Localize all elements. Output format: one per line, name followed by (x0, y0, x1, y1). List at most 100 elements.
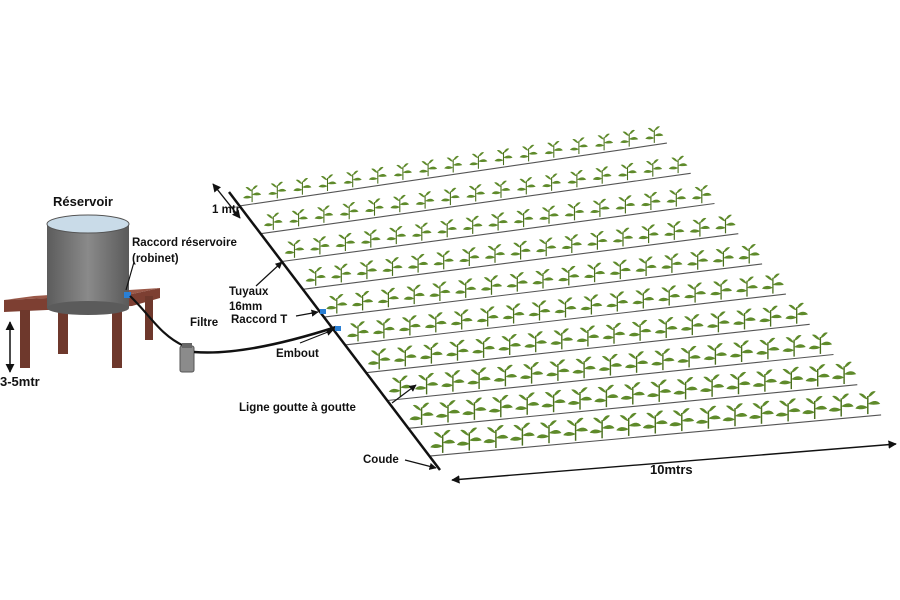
hose-to-filter (129, 295, 185, 347)
plant (658, 285, 681, 306)
plant (519, 144, 538, 162)
plant (433, 250, 454, 270)
plant (347, 321, 369, 342)
plant (832, 361, 857, 384)
plant (569, 137, 588, 154)
length-arrow (451, 440, 897, 484)
drip-line (239, 142, 667, 207)
label-embout: Embout (276, 348, 319, 360)
plant (386, 225, 407, 245)
crop-field (239, 126, 882, 457)
plant (441, 370, 465, 392)
plant (692, 185, 712, 204)
plant (462, 215, 483, 234)
leader-embout (299, 329, 334, 344)
plant (756, 337, 780, 360)
plant (528, 300, 551, 321)
plant (563, 417, 589, 441)
plant (638, 224, 659, 244)
plant (561, 234, 582, 253)
plant (643, 159, 663, 177)
plant (749, 400, 774, 424)
plant (373, 318, 395, 339)
plant (775, 398, 801, 422)
plant (314, 205, 334, 223)
plant (664, 221, 685, 240)
plant (598, 353, 623, 376)
plant (576, 325, 600, 347)
plant (785, 302, 809, 324)
drip-line (260, 172, 691, 235)
plant (459, 247, 480, 266)
plant (352, 290, 374, 311)
plant (335, 232, 356, 251)
plant (356, 260, 378, 280)
leader-raccord-reservoire (125, 261, 135, 291)
plant (516, 177, 536, 195)
label-coude: Coude (363, 454, 399, 466)
drip-line (408, 384, 858, 429)
plant (524, 331, 548, 353)
plant (326, 293, 348, 314)
leader-ligne (391, 384, 417, 404)
plant (828, 393, 854, 417)
plant (602, 322, 626, 344)
plant (544, 141, 563, 158)
plant (673, 377, 698, 400)
plant (493, 364, 518, 387)
label-tuyaux: Tuyaux (229, 286, 269, 298)
plant (305, 266, 326, 286)
end-cap (335, 326, 341, 331)
plant (738, 243, 760, 264)
plant (444, 155, 463, 173)
plant (620, 382, 645, 405)
plant (476, 306, 499, 327)
tank-connector (124, 292, 131, 298)
plant (554, 297, 577, 318)
plant (367, 348, 391, 370)
plant (592, 166, 612, 184)
plant (539, 205, 559, 224)
plant (541, 389, 566, 413)
plant (480, 275, 503, 295)
plant (339, 202, 359, 220)
plant (707, 311, 730, 333)
plant (680, 314, 704, 336)
drip-line (344, 293, 786, 346)
plant (509, 422, 535, 446)
plant (415, 191, 435, 209)
plant (310, 236, 330, 255)
plant (393, 345, 417, 367)
leader-tuyaux (255, 261, 283, 287)
plant (361, 229, 381, 248)
plant (609, 259, 631, 280)
plant (441, 187, 460, 206)
plant (620, 129, 639, 147)
plant (595, 133, 614, 151)
plant (612, 227, 634, 247)
label-raccord-t: Raccord T (231, 314, 288, 326)
plant (654, 317, 678, 338)
plant (587, 230, 608, 250)
plant (695, 405, 721, 429)
plant (635, 256, 657, 276)
plant (572, 356, 596, 379)
plant (498, 334, 522, 355)
plant (437, 219, 457, 238)
plant (546, 359, 570, 381)
plant (808, 332, 833, 354)
plant (388, 375, 413, 398)
label-reservoir: Réservoir (53, 194, 113, 209)
plant (700, 374, 725, 397)
plant (550, 328, 574, 350)
label-16mm: 16mm (229, 301, 263, 313)
plant (414, 372, 439, 395)
plant (645, 126, 664, 143)
plant (779, 366, 804, 390)
plant (412, 222, 432, 241)
plant (377, 287, 399, 308)
plant (632, 288, 655, 309)
water-tank (46, 214, 130, 315)
plant (536, 237, 557, 257)
main-pipe (228, 191, 441, 471)
